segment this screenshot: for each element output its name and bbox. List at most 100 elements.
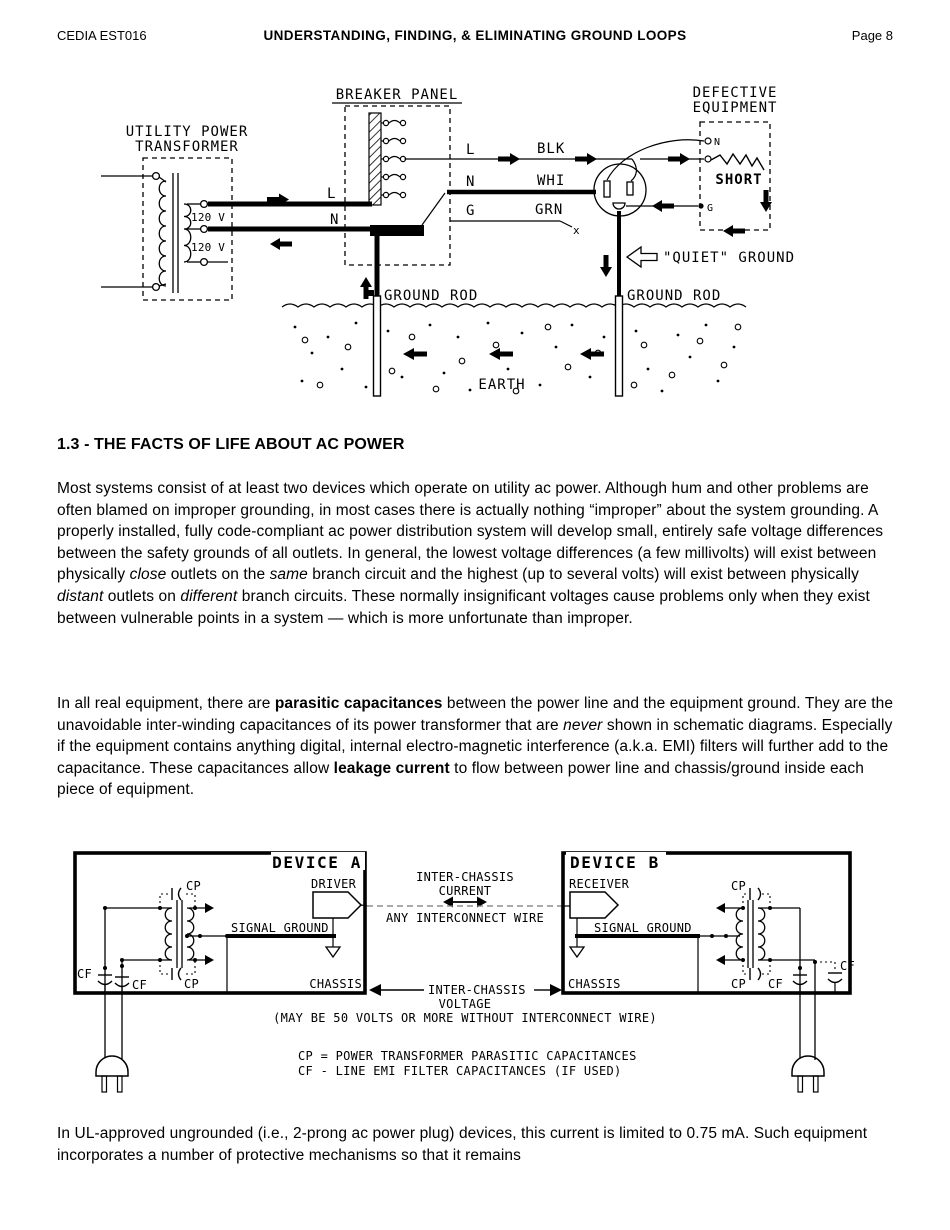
paragraph-ul-approved: In UL-approved ungrounded (i.e., 2-prong…: [57, 1125, 868, 1164]
current-arrow-right: [267, 193, 289, 206]
device-a: DEVICE A DRIVER SIGNAL GROUND: [73, 851, 368, 995]
legend-cp: CP = POWER TRANSFORMER PARASITIC CAPACIT…: [298, 1049, 637, 1063]
earth-section: GROUND ROD GROUND ROD: [281, 288, 747, 397]
cf-a1-label: CF: [77, 967, 92, 981]
utility-label-1: UTILITY POWER: [126, 124, 249, 140]
short-circuit-zigzag: [710, 152, 765, 171]
cp-a-bottom-label: CP: [184, 977, 199, 991]
grn-label: GRN: [535, 202, 563, 218]
earth-label: EARTH: [478, 377, 525, 393]
cp-b-top-label: CP: [731, 879, 746, 893]
n-label-left: N: [330, 212, 339, 228]
signal-ground-b-label: SIGNAL GROUND: [594, 921, 692, 935]
emi-filter-capacitance-b: CF CF: [768, 959, 855, 993]
power-transformer-a: [104, 900, 226, 993]
bold-leakage-current: leakage current: [333, 759, 450, 777]
italic-different: different: [180, 587, 238, 605]
receiver-label: RECEIVER: [569, 877, 630, 891]
power-plug-b: [791, 993, 825, 1093]
defective-equipment: DEFECTIVE EQUIPMENT N SHORT G: [693, 85, 778, 237]
parasitic-capacitance-b: CP CP: [731, 879, 771, 991]
emi-filter-capacitance-a: CF CF: [77, 966, 147, 993]
cf-a2-label: CF: [132, 978, 147, 992]
device-a-title: DEVICE A: [272, 853, 362, 872]
short-label: SHORT: [715, 172, 762, 188]
legend-cf: CF - LINE EMI FILTER CAPACITANCES (IF US…: [298, 1064, 622, 1078]
inter-chassis-diagram: DEVICE A DRIVER SIGNAL GROUND: [73, 851, 855, 1093]
earth-surface: [281, 303, 747, 308]
any-interconnect-label: ANY INTERCONNECT WIRE: [386, 911, 544, 925]
device-b-title: DEVICE B: [570, 853, 660, 872]
power-transformer-b: [722, 900, 816, 993]
signal-ground-symbol-b: [568, 946, 586, 959]
cf-b2-label: CF: [840, 959, 855, 973]
earth-current-arrow-3: [580, 348, 604, 360]
earth-current-arrow-2: [489, 348, 513, 360]
ground-rod-right: [614, 295, 624, 397]
ground-rod-left: [372, 295, 382, 397]
earth-current-arrow-1: [403, 348, 427, 360]
utility-label-2: TRANSFORMER: [135, 139, 239, 155]
current-arrow-left: [270, 238, 292, 250]
breaker-panel-label: BREAKER PANEL: [336, 87, 459, 103]
device-b: DEVICE B RECEIVER SIGNAL GROUND: [561, 851, 855, 995]
ground-hole: [612, 202, 626, 210]
power-distribution-diagram: BREAKER PANEL UTILITY POWER TRANSFORMER: [101, 85, 795, 397]
paragraph-text: Most systems consist of at least two dev…: [57, 480, 884, 584]
fault-current-left-arrow: [723, 225, 745, 237]
ground-return-arrow: [652, 200, 674, 212]
utility-transformer: UTILITY POWER TRANSFORMER 120 V 120 V: [101, 124, 249, 301]
section-heading: 1.3 - THE FACTS OF LIFE ABOUT AC POWER: [57, 436, 405, 453]
voltage-120-label-1: 120 V: [191, 211, 225, 224]
ground-current-up-arrow: [360, 277, 372, 299]
italic-never: never: [563, 716, 603, 734]
driver-label: DRIVER: [311, 877, 357, 891]
breaker-panel: BREAKER PANEL: [332, 87, 462, 266]
n-label-branch: N: [466, 174, 475, 190]
quiet-ground-down-arrow: [600, 255, 612, 277]
defective-label-2: EQUIPMENT: [693, 100, 778, 116]
breaker-switches: [381, 119, 407, 199]
quiet-ground-callout: "QUIET" GROUND: [625, 245, 795, 269]
ground-rod-label-right: GROUND ROD: [627, 288, 721, 304]
header-page-number: Page 8: [851, 28, 893, 43]
cf-b1-label: CF: [768, 977, 783, 991]
cp-b-bottom-label: CP: [731, 977, 746, 991]
inter-chassis-voltage-2: VOLTAGE: [439, 997, 492, 1011]
receiver-symbol: [569, 891, 620, 919]
receptacle-outlet: [593, 139, 705, 296]
inter-chassis-current-1: INTER-CHASSIS: [416, 870, 514, 884]
bold-parasitic-capacitances: parasitic capacitances: [274, 695, 443, 712]
italic-distant: distant: [57, 587, 104, 605]
voltage-note: (MAY BE 50 VOLTS OR MORE WITHOUT INTERCO…: [273, 1011, 657, 1025]
ground-rod-label-left: GROUND ROD: [384, 288, 478, 304]
header-doc-id: CEDIA EST016: [57, 28, 147, 43]
branch-circuit: L BLK N WHI G GRN x: [404, 141, 632, 237]
italic-close: close: [129, 566, 167, 584]
quiet-ground-label: "QUIET" GROUND: [663, 250, 795, 266]
l-label-branch: L: [466, 142, 475, 158]
paragraph-ac-power: Most systems consist of at least two dev…: [57, 480, 884, 627]
broken-ground-x: x: [573, 224, 580, 237]
voltage-120-label-2: 120 V: [191, 241, 225, 254]
header-title: UNDERSTANDING, FINDING, & ELIMINATING GR…: [263, 28, 687, 43]
paragraph-parasitic: In all real equipment, there are parasit…: [57, 695, 894, 799]
neutral-ground-bond: [370, 225, 424, 236]
driver-symbol: [312, 891, 363, 919]
equipment-g-terminal: G: [707, 203, 713, 214]
italic-same: same: [269, 566, 308, 584]
defective-label-1: DEFECTIVE: [693, 85, 778, 101]
signal-ground-a-label: SIGNAL GROUND: [231, 921, 329, 935]
signal-ground-symbol-a: [324, 946, 342, 959]
whi-label: WHI: [537, 173, 565, 189]
chassis-a-label: CHASSIS: [309, 977, 362, 991]
fault-current-down-arrow: [760, 190, 772, 212]
page-header: CEDIA EST016 UNDERSTANDING, FINDING, & E…: [0, 28, 950, 43]
inter-chassis-voltage-1: INTER-CHASSIS: [428, 983, 526, 997]
inter-chassis-annotations: INTER-CHASSIS CURRENT ANY INTERCONNECT W…: [273, 870, 657, 1078]
parasitic-capacitance-a: CP CP: [159, 879, 201, 991]
power-plug-a: [95, 993, 129, 1093]
g-label-branch: G: [466, 203, 475, 219]
hollow-left-arrow: [625, 245, 658, 269]
